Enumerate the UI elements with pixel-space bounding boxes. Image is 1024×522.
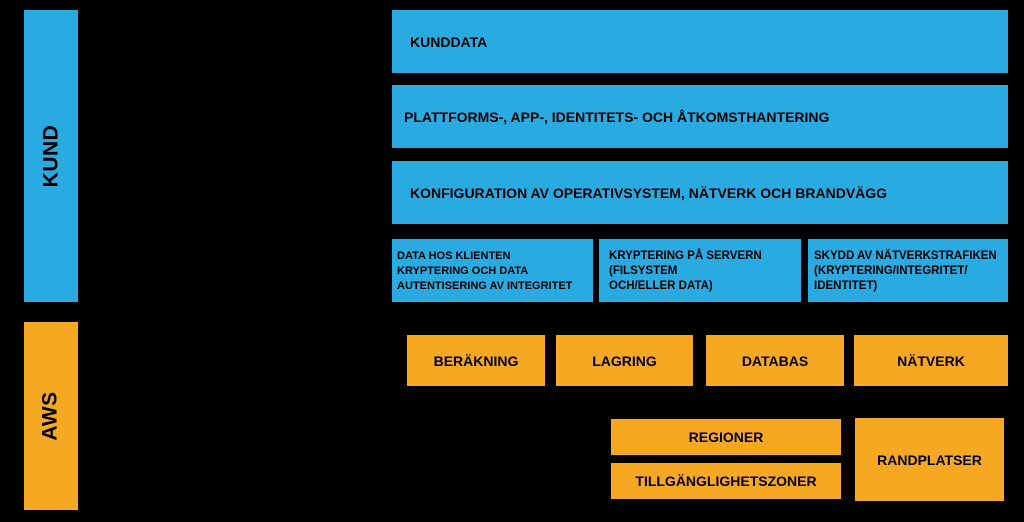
client-side-encryption-text: DATA HOS KLIENTEN KRYPTERING OCH DATA AU… [397,250,573,292]
edge-locations-box: RANDPLATSER [855,418,1004,501]
customer-label: KUND [39,124,63,188]
customer-data-layer: KUNDDATA [392,10,1008,73]
networking-box: NÄTVERK [854,335,1008,386]
os-network-config-text: KONFIGURATION AV OPERATIVSYSTEM, NÄTVERK… [410,184,888,201]
server-side-encryption-box: KRYPTERING PÅ SERVERN (FILSYSTEM OCH/ELL… [599,239,801,302]
storage-box: LAGRING [556,335,693,386]
platform-management-layer: PLATTFORMS-, APP-, IDENTITETS- OCH ÅTKOM… [392,85,1008,148]
regions-text: REGIONER [688,429,764,445]
aws-label: AWS [39,391,62,441]
compute-text: BERÄKNING [433,352,519,369]
networking-text: NÄTVERK [897,352,965,369]
customer-label-bar: KUND [24,10,78,302]
server-side-encryption-text: KRYPTERING PÅ SERVERN (FILSYSTEM OCH/ELL… [609,250,762,292]
platform-management-text: PLATTFORMS-, APP-, IDENTITETS- OCH ÅTKOM… [404,108,830,125]
aws-label-bar: AWS [24,322,78,510]
edge-locations-text: RANDPLATSER [877,451,982,468]
compute-box: BERÄKNING [407,335,545,386]
availability-zones-box: TILLGÄNGLIGHETSZONER [611,463,841,499]
storage-text: LAGRING [592,352,657,369]
customer-data-text: KUNDDATA [410,33,488,50]
network-traffic-protection-text: SKYDD AV NÄTVERKSTRAFIKEN (KRYPTERING/IN… [814,250,997,292]
database-text: DATABAS [741,352,809,369]
database-box: DATABAS [706,335,844,386]
os-network-config-layer: KONFIGURATION AV OPERATIVSYSTEM, NÄTVERK… [392,161,1008,224]
client-side-encryption-box: DATA HOS KLIENTEN KRYPTERING OCH DATA AU… [392,239,593,302]
network-traffic-protection-box: SKYDD AV NÄTVERKSTRAFIKEN (KRYPTERING/IN… [808,239,1008,302]
regions-box: REGIONER [611,419,841,455]
availability-zones-text: TILLGÄNGLIGHETSZONER [635,473,817,489]
